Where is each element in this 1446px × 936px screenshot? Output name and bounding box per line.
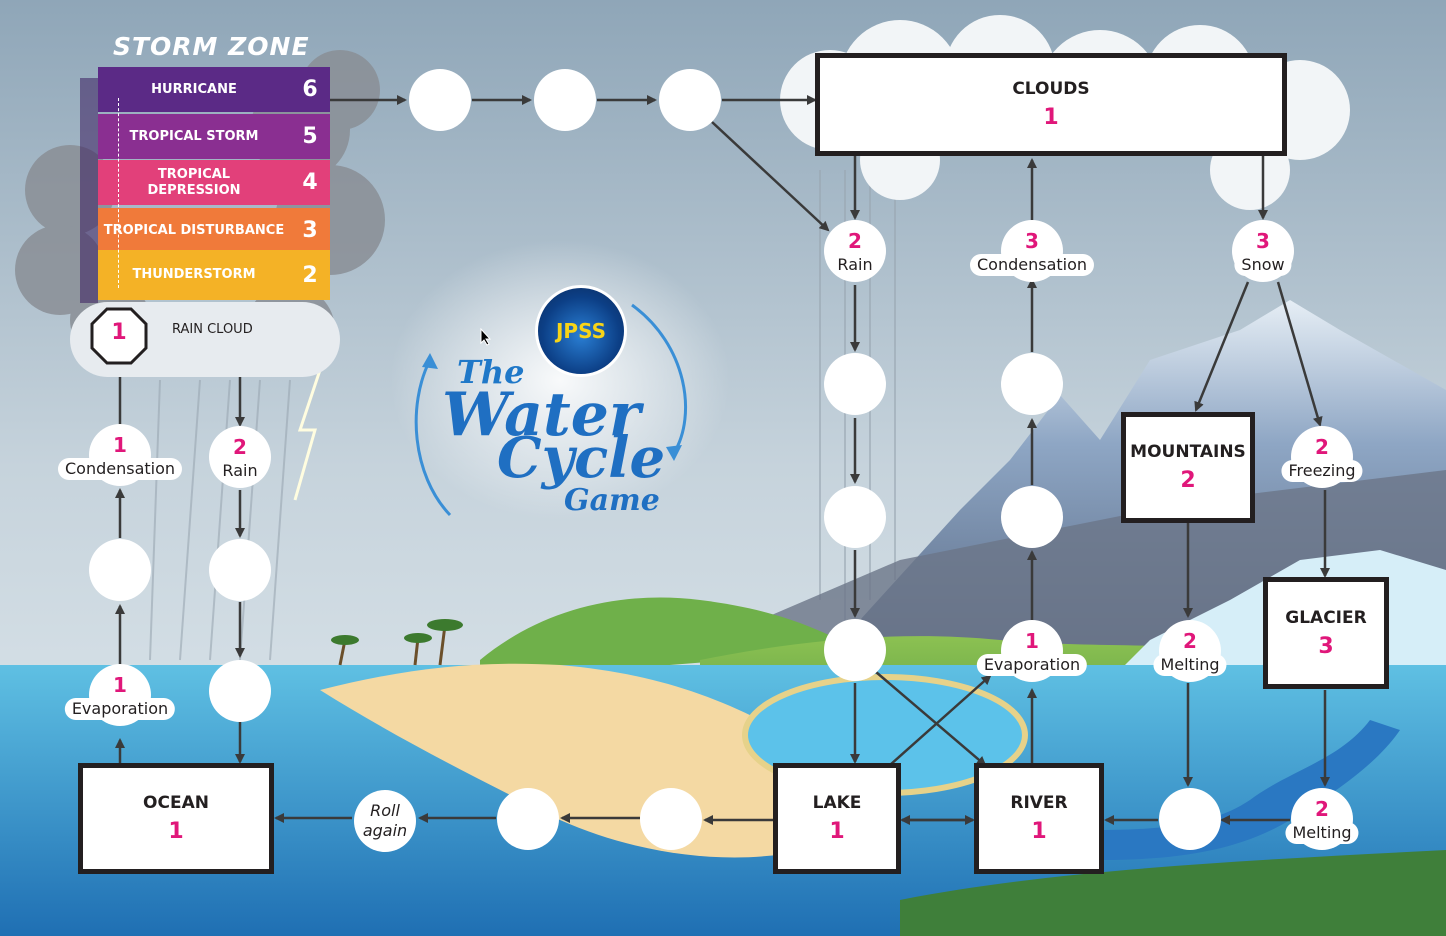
blank-space[interactable] (1159, 788, 1221, 850)
space-label: Evaporation (64, 698, 176, 720)
space-rain-left[interactable]: 2 Rain (209, 426, 271, 488)
location-name: LAKE (812, 793, 862, 813)
water-cycle-game-logo: JPSS The Water Cycle Game (412, 285, 692, 535)
location-name: CLOUDS (1012, 79, 1090, 99)
rain-cloud-label: RAIN CLOUD (172, 322, 253, 337)
roll-again-line1: Roll (370, 801, 400, 820)
roll-again-space[interactable]: Roll again (354, 790, 416, 852)
location-lake[interactable]: LAKE 1 (773, 763, 901, 874)
space-melting-mountains[interactable]: 2 Melting (1153, 620, 1227, 682)
space-label: Condensation (57, 458, 183, 480)
logo-cycle-arrows (414, 303, 687, 517)
storm-level-hurricane[interactable]: HURRICANE 6 (98, 67, 330, 112)
storm-meter-side (80, 78, 98, 303)
mouse-cursor-icon (480, 328, 492, 346)
location-clouds[interactable]: CLOUDS 1 (815, 53, 1287, 156)
storm-level-number: 2 (302, 262, 318, 288)
logo-line-4: Game (564, 483, 660, 518)
blank-space[interactable] (824, 353, 886, 415)
location-number: 1 (1043, 105, 1059, 130)
rain-cloud-start-space[interactable] (90, 307, 148, 365)
blank-space[interactable] (534, 69, 596, 131)
blank-space[interactable] (209, 660, 271, 722)
space-freezing[interactable]: 2 Freezing (1281, 426, 1363, 488)
logo-line-2: Water (442, 380, 641, 450)
location-number: 1 (168, 819, 184, 844)
space-number: 2 (233, 435, 247, 459)
space-melting-glacier[interactable]: 2 Melting (1285, 788, 1359, 850)
space-condensation-right[interactable]: 3 Condensation (969, 220, 1095, 282)
storm-level-thunderstorm[interactable]: THUNDERSTORM 2 (98, 250, 330, 300)
storm-level-label: HURRICANE (151, 81, 237, 97)
blank-space[interactable] (659, 69, 721, 131)
space-label: Rain (830, 254, 880, 276)
blank-space[interactable] (640, 788, 702, 850)
blank-space[interactable] (89, 539, 151, 601)
storm-level-number: 6 (302, 77, 318, 102)
space-rain-right[interactable]: 2 Rain (824, 220, 886, 282)
space-label: Condensation (969, 254, 1095, 276)
space-evaporation-right[interactable]: 1 Evaporation (976, 620, 1088, 682)
space-number: 2 (1315, 435, 1329, 459)
blank-space[interactable] (1001, 353, 1063, 415)
space-label: Melting (1285, 822, 1359, 844)
space-number: 1 (113, 433, 127, 457)
space-number: 3 (1256, 229, 1270, 253)
space-label: Freezing (1281, 460, 1363, 482)
location-ocean[interactable]: OCEAN 1 (78, 763, 274, 874)
roll-again-line2: again (362, 821, 408, 840)
storm-zone-title: STORM ZONE (113, 32, 310, 61)
storm-level-tropical-storm[interactable]: TROPICAL STORM 5 (98, 114, 330, 159)
jpss-badge-text: JPSS (555, 319, 606, 343)
location-number: 1 (1031, 819, 1047, 844)
logo-line-3: Cycle (497, 425, 666, 491)
blank-space[interactable] (209, 539, 271, 601)
blank-space[interactable] (497, 788, 559, 850)
storm-level-tropical-depression[interactable]: TROPICAL DEPRESSION 4 (98, 160, 330, 205)
space-evaporation-left[interactable]: 1 Evaporation (64, 664, 176, 726)
storm-level-number: 4 (302, 170, 318, 195)
space-number: 2 (1315, 797, 1329, 821)
space-number: 2 (1183, 629, 1197, 653)
blank-space[interactable] (824, 619, 886, 681)
location-glacier[interactable]: GLACIER 3 (1263, 577, 1389, 689)
space-label: Evaporation (976, 654, 1088, 676)
storm-level-label: TROPICAL STORM (129, 128, 259, 144)
space-condensation-left[interactable]: 1 Condensation (57, 424, 183, 486)
storm-level-label: TROPICAL DEPRESSION (147, 166, 241, 198)
space-label: Melting (1153, 654, 1227, 676)
storm-level-number: 3 (302, 218, 318, 243)
blank-space[interactable] (824, 486, 886, 548)
storm-level-number: 5 (302, 124, 318, 149)
location-number: 1 (829, 819, 845, 844)
jpss-badge: JPSS (535, 285, 627, 377)
storm-level-label: THUNDERSTORM (132, 267, 256, 282)
space-label: Rain (215, 460, 265, 482)
blank-space[interactable] (1001, 486, 1063, 548)
location-name: RIVER (1010, 793, 1068, 813)
space-number: 1 (113, 673, 127, 697)
blank-space[interactable] (409, 69, 471, 131)
space-number: 2 (848, 229, 862, 253)
location-number: 3 (1318, 633, 1334, 659)
location-number: 2 (1180, 468, 1196, 493)
space-label: Snow (1234, 254, 1292, 276)
location-mountains[interactable]: MOUNTAINS 2 (1121, 412, 1255, 523)
location-name: OCEAN (143, 793, 209, 813)
space-number: 3 (1025, 229, 1039, 253)
storm-level-label: TROPICAL DISTURBANCE (103, 222, 285, 238)
space-snow[interactable]: 3 Snow (1232, 220, 1294, 282)
location-name: GLACIER (1285, 607, 1367, 628)
location-river[interactable]: RIVER 1 (974, 763, 1104, 874)
location-name: MOUNTAINS (1130, 442, 1246, 462)
storm-level-tropical-disturbance[interactable]: TROPICAL DISTURBANCE 3 (98, 208, 330, 253)
storm-meter-up-indicator (118, 98, 119, 288)
space-number: 1 (1025, 629, 1039, 653)
logo-line-1: The (457, 353, 525, 391)
rain-cloud-number: 1 (111, 320, 127, 345)
